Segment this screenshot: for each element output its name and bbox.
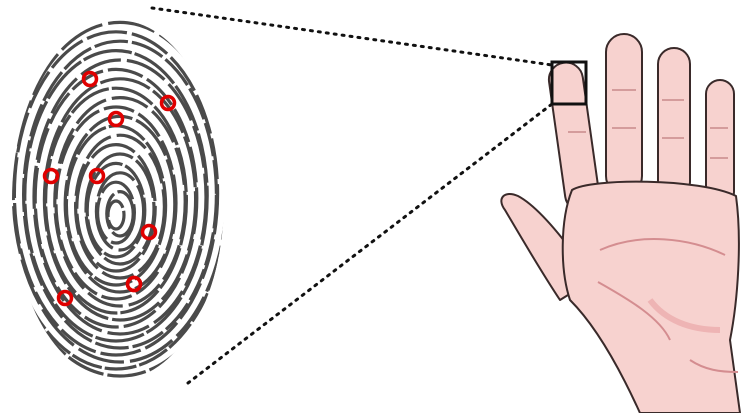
hand-middle-finger (606, 34, 642, 194)
hand-ring-finger (658, 48, 690, 198)
open-hand-icon (501, 34, 740, 413)
minutia-marker-m9 (128, 278, 141, 291)
fingerprint-ridge (107, 192, 133, 236)
fingerprint-ridge (108, 201, 124, 229)
zoom-connector-top (152, 8, 552, 65)
fingerprint-ridge (0, 0, 249, 397)
zoom-connector-bottom (188, 104, 552, 383)
fingerprint-ridge (66, 126, 165, 285)
fingerprint-icon (0, 0, 258, 404)
fingerprint-ridge (4, 13, 228, 369)
hand-palm (563, 182, 740, 413)
fingerprint-ridge (0, 0, 248, 390)
